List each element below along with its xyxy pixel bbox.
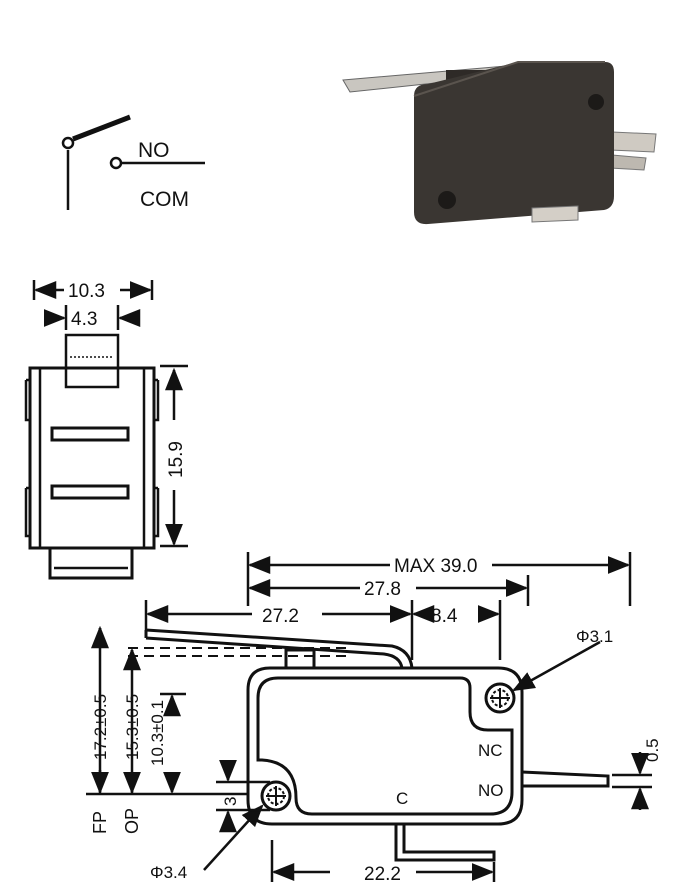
dim-8-4-label: 8.4 [431, 606, 458, 627]
photo-terminal-right [609, 131, 657, 153]
side-view [24, 280, 188, 580]
photo-terminal-bottom [531, 205, 579, 223]
op-reference-label: OP [122, 808, 142, 834]
fp-reference-label: FP [90, 811, 110, 834]
side-base-step [48, 548, 134, 580]
dim-3-label: 3 [221, 797, 240, 806]
op-height-label: 15.3±0.5 [123, 694, 142, 760]
front-view-dimensions [86, 552, 652, 882]
body-height-label: 10.3±0.1 [148, 700, 167, 766]
mount-hole-top [484, 682, 516, 714]
fp-height-label: 17.2±0.5 [91, 694, 110, 760]
max-length-label: MAX 39.0 [394, 556, 477, 577]
product-photo [342, 61, 657, 225]
side-actuator-plunger [64, 333, 120, 389]
front-actuator-button [284, 648, 316, 668]
side-width-total-label: 10.3 [68, 281, 105, 302]
terminal-no-label: NO [478, 781, 504, 800]
schematic-com-label: COM [140, 188, 189, 211]
front-view [144, 628, 610, 862]
front-terminal-c [394, 824, 496, 862]
dim-27-8-label: 27.8 [364, 579, 401, 600]
photo-switch-body [414, 62, 614, 225]
hole-bottom-label: Φ3.4 [150, 863, 187, 882]
pivot-terminal [61, 136, 75, 150]
terminal-c-label: C [396, 789, 408, 808]
mount-hole-bottom [260, 780, 292, 812]
front-terminal-no [521, 770, 610, 788]
schematic-no-label: NO [138, 139, 170, 162]
side-body-outline [28, 366, 156, 550]
side-slot-lower [50, 484, 130, 500]
terminal-nc-label: NC [478, 741, 503, 760]
hole-top-label: Φ3.1 [576, 627, 613, 646]
side-view-dimensions [33, 281, 183, 547]
side-height-label: 15.9 [166, 441, 187, 478]
front-lever-arm [145, 628, 414, 669]
photo-terminal-mid [609, 154, 647, 171]
dim-22-2-label: 22.2 [364, 864, 401, 885]
photo-mount-hole-top [588, 94, 604, 110]
dim-27-2-label: 27.2 [262, 606, 299, 627]
no-contact-terminal [109, 156, 123, 170]
side-slot-upper [50, 426, 130, 442]
switch-schematic [61, 114, 205, 210]
switch-lever-line [72, 114, 131, 142]
side-width-actuator-label: 4.3 [71, 309, 97, 330]
front-body-inner-wall [256, 676, 514, 816]
dim-0-5-label: 0.5 [643, 738, 662, 762]
photo-mount-hole-bottom [438, 191, 456, 209]
operating-position-lines [128, 647, 350, 657]
